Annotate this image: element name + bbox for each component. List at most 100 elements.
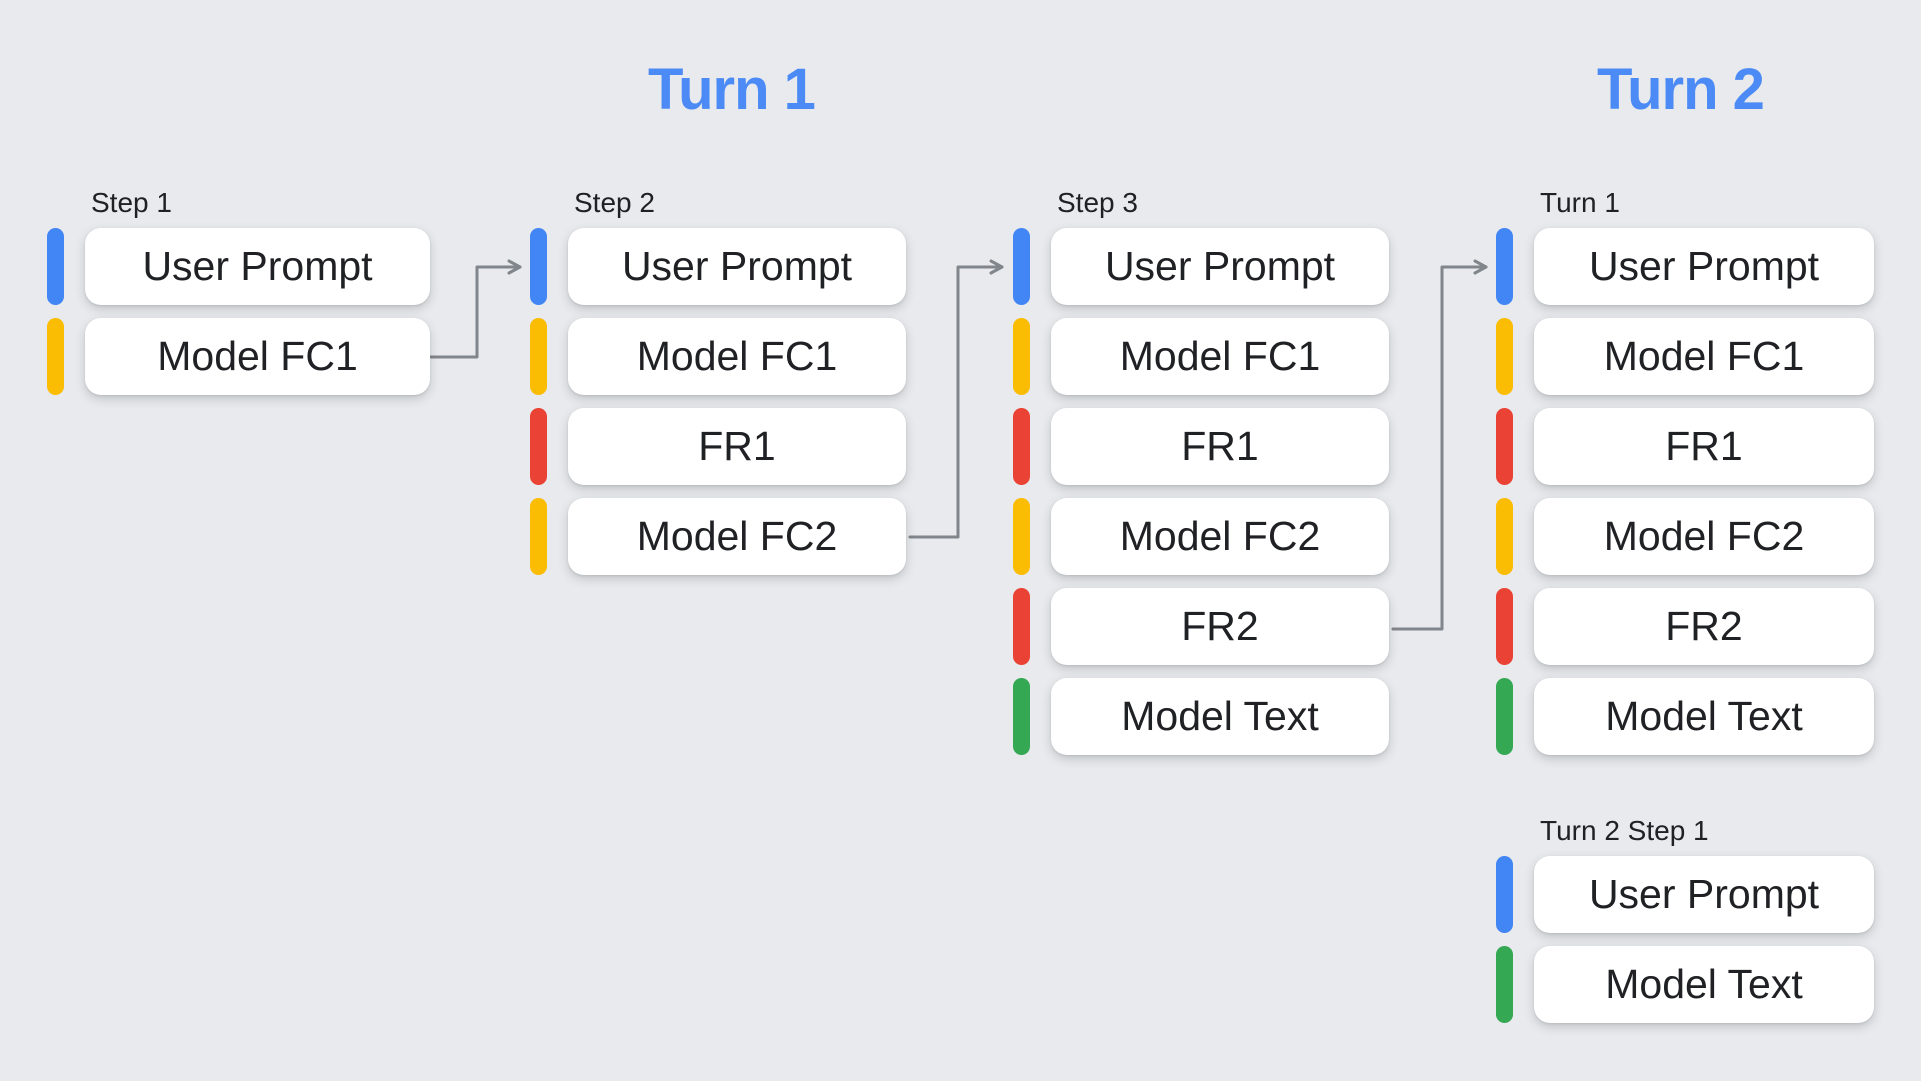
- message-row: User Prompt: [1496, 856, 1874, 933]
- message-box: Model FC1: [568, 318, 906, 395]
- green-role-bar: [1496, 678, 1513, 755]
- yellow-role-bar: [530, 318, 547, 395]
- yellow-role-bar: [47, 318, 64, 395]
- arrow-step2-model-fc2-to-step3-user-prompt: [908, 259, 1004, 539]
- message-box: User Prompt: [1534, 228, 1874, 305]
- message-box: Model Text: [1534, 678, 1874, 755]
- turn-2-title: Turn 2: [1597, 57, 1765, 122]
- message-row: Model FC1: [1496, 318, 1874, 395]
- message-label: User Prompt: [1588, 243, 1820, 289]
- message-box: Model Text: [1534, 946, 1874, 1023]
- message-label: Model FC1: [636, 333, 838, 379]
- message-label: FR2: [1181, 603, 1259, 649]
- red-role-bar: [530, 408, 547, 485]
- message-label: FR2: [1665, 603, 1743, 649]
- yellow-role-bar: [1496, 498, 1513, 575]
- message-label: User Prompt: [621, 243, 853, 289]
- message-row: User Prompt: [47, 228, 430, 305]
- blue-role-bar: [47, 228, 64, 305]
- green-role-bar: [1013, 678, 1030, 755]
- message-label: FR1: [1665, 423, 1743, 469]
- column-turn1: Turn 1 User Prompt Model FC1 FR1 Model F…: [1496, 188, 1874, 755]
- message-label: Model FC2: [636, 513, 838, 559]
- message-box: FR2: [1051, 588, 1389, 665]
- message-row: Model FC2: [1496, 498, 1874, 575]
- message-label: FR1: [698, 423, 776, 469]
- column-label: Step 2: [574, 187, 655, 218]
- message-box: User Prompt: [1534, 856, 1874, 933]
- message-box: Model FC2: [1534, 498, 1874, 575]
- blue-role-bar: [530, 228, 547, 305]
- message-box: FR1: [568, 408, 906, 485]
- blue-role-bar: [1013, 228, 1030, 305]
- message-box: User Prompt: [85, 228, 430, 305]
- red-role-bar: [1496, 408, 1513, 485]
- message-row: Model Text: [1496, 946, 1874, 1023]
- message-label: Model FC1: [1119, 333, 1321, 379]
- green-role-bar: [1496, 946, 1513, 1023]
- message-label: Model Text: [1605, 693, 1803, 739]
- message-label: Model Text: [1121, 693, 1319, 739]
- message-row: Model FC1: [530, 318, 906, 395]
- message-row: Model FC1: [47, 318, 430, 395]
- message-box: User Prompt: [568, 228, 906, 305]
- column-rows: User Prompt Model FC1 FR1 Model FC2: [530, 228, 906, 575]
- yellow-role-bar: [1013, 318, 1030, 395]
- message-label: User Prompt: [1588, 871, 1820, 917]
- column-rows: User Prompt Model FC1 FR1 Model FC2 FR2: [1013, 228, 1389, 755]
- message-label: Model FC1: [1603, 333, 1805, 379]
- column-rows: User Prompt Model FC1 FR1 Model FC2 FR2: [1496, 228, 1874, 755]
- column-label: Turn 1: [1540, 187, 1620, 218]
- message-row: User Prompt: [1496, 228, 1874, 305]
- message-label: Model FC2: [1119, 513, 1321, 559]
- message-row: Model Text: [1496, 678, 1874, 755]
- message-box: FR1: [1534, 408, 1874, 485]
- message-box: Model FC1: [85, 318, 430, 395]
- message-label: Model Text: [1605, 961, 1803, 1007]
- message-box: Model FC2: [1051, 498, 1389, 575]
- message-label: FR1: [1181, 423, 1259, 469]
- turn-1-title: Turn 1: [648, 57, 816, 122]
- message-row: User Prompt: [530, 228, 906, 305]
- blue-role-bar: [1496, 856, 1513, 933]
- column-label: Turn 2 Step 1: [1540, 815, 1709, 846]
- blue-role-bar: [1496, 228, 1513, 305]
- arrow-step1-model-fc1-to-step2-user-prompt: [429, 259, 522, 359]
- message-row: Model Text: [1013, 678, 1389, 755]
- message-row: Model FC1: [1013, 318, 1389, 395]
- column-step1: Step 1 User Prompt Model FC1: [47, 188, 430, 395]
- yellow-role-bar: [1496, 318, 1513, 395]
- message-row: Model FC2: [530, 498, 906, 575]
- column-turn2step1: Turn 2 Step 1 User Prompt Model Text: [1496, 816, 1874, 1023]
- arrow-step3-fr2-to-turn1-user-prompt: [1391, 259, 1488, 631]
- column-rows: User Prompt Model Text: [1496, 856, 1874, 1023]
- message-row: Model FC2: [1013, 498, 1389, 575]
- red-role-bar: [1496, 588, 1513, 665]
- column-label: Step 1: [91, 187, 172, 218]
- column-step2: Step 2 User Prompt Model FC1 FR1 Model F…: [530, 188, 906, 575]
- message-box: User Prompt: [1051, 228, 1389, 305]
- message-box: Model FC1: [1051, 318, 1389, 395]
- message-label: User Prompt: [142, 243, 373, 289]
- column-rows: User Prompt Model FC1: [47, 228, 430, 395]
- message-row: FR1: [1496, 408, 1874, 485]
- message-box: Model FC2: [568, 498, 906, 575]
- message-label: Model FC2: [1603, 513, 1805, 559]
- message-row: User Prompt: [1013, 228, 1389, 305]
- red-role-bar: [1013, 408, 1030, 485]
- message-row: FR2: [1496, 588, 1874, 665]
- message-box: Model FC1: [1534, 318, 1874, 395]
- message-label: User Prompt: [1104, 243, 1336, 289]
- message-row: FR1: [1013, 408, 1389, 485]
- message-label: Model FC1: [157, 333, 358, 379]
- message-box: FR2: [1534, 588, 1874, 665]
- column-step3: Step 3 User Prompt Model FC1 FR1 Model F…: [1013, 188, 1389, 755]
- message-row: FR1: [530, 408, 906, 485]
- red-role-bar: [1013, 588, 1030, 665]
- column-label: Step 3: [1057, 187, 1138, 218]
- message-box: Model Text: [1051, 678, 1389, 755]
- message-row: FR2: [1013, 588, 1389, 665]
- yellow-role-bar: [1013, 498, 1030, 575]
- message-box: FR1: [1051, 408, 1389, 485]
